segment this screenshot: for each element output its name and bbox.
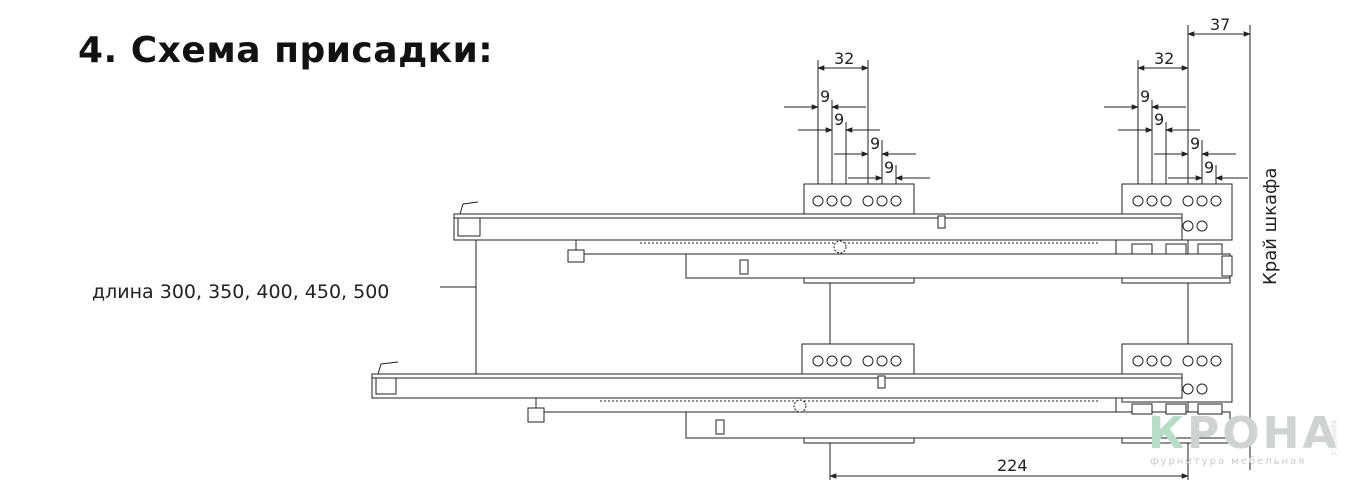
front-dim-9-label-1: 9 (820, 87, 830, 106)
rear-group-dims (1104, 60, 1248, 198)
top-front-holes (812, 195, 902, 207)
bottom-front-holes (812, 355, 902, 367)
dim-224-label: 224 (997, 456, 1028, 475)
brand-logo: КРОНА (1148, 408, 1340, 459)
bottom-gear-icon (793, 399, 807, 413)
brand-tagline: фурнитура мебельная (1150, 456, 1307, 467)
dim-37-label: 37 (1210, 15, 1230, 34)
top-rear-holes (1132, 195, 1222, 232)
bottom-rear-holes (1132, 355, 1222, 395)
top-gear-icon (833, 240, 847, 254)
length-label: длина 300, 350, 400, 450, 500 (92, 281, 390, 303)
bottom-middle-rail (535, 397, 1117, 413)
rear-dim-9-label-3: 9 (1190, 134, 1200, 153)
rear-dim-9-label-2: 9 (1154, 110, 1164, 129)
front-dim-9-label-4: 9 (884, 158, 894, 177)
front-group-dims (784, 60, 930, 198)
page-title: 4. Схема присадки: (78, 30, 494, 71)
brand-side-text: кронат.с (1330, 420, 1339, 457)
front-dim-9-label-2: 9 (834, 110, 844, 129)
rear-dim-32-label: 32 (1154, 49, 1174, 68)
bottom-inner-rail (685, 411, 1231, 439)
brand-watermark: КРОНА фурнитура мебельная (1148, 412, 1348, 472)
rear-dim-9-label-1: 9 (1140, 87, 1150, 106)
top-slide-assembly (453, 183, 1233, 284)
top-inner-rail (685, 253, 1231, 279)
front-dim-9-label-3: 9 (870, 134, 880, 153)
front-dim-32-label: 32 (834, 49, 854, 68)
cabinet-edge-label: Край шкафа (1260, 168, 1281, 285)
bottom-slide-assembly (371, 343, 1233, 444)
rear-dim-9-label-4: 9 (1204, 158, 1214, 177)
